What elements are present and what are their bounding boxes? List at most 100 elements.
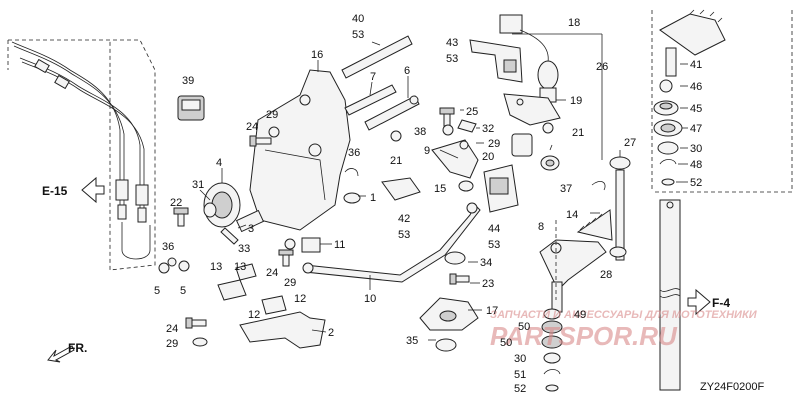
part-24-bolt-a [249,135,272,147]
part-13-clip [217,263,257,301]
callout-7: 7 [370,71,376,83]
throttle-cable-assembly [7,39,156,271]
part-2-plate [239,311,326,349]
callouts: 40 53 16 7 6 39 29 24 4 31 36 1 22 3 33 … [154,13,702,395]
callout-51: 51 [514,369,526,381]
callout-30b: 30 [514,353,526,365]
part-51-clip [543,369,561,375]
callout-39: 39 [182,75,194,87]
callout-4: 4 [216,157,222,169]
part-32-pin [457,119,477,133]
callout-38: 38 [414,126,426,138]
part-42-bracket [381,177,421,201]
part-21-bolt-a [390,130,402,142]
callout-35: 35 [406,335,418,347]
callout-47: 47 [690,123,702,135]
callout-18: 18 [568,17,580,29]
callout-24c: 24 [166,323,178,335]
front-label: FR. [68,341,87,355]
callout-25: 25 [466,106,478,118]
callout-30a: 30 [690,143,702,155]
callout-1: 1 [370,192,376,204]
callout-37: 37 [560,183,572,195]
callout-15: 15 [434,183,446,195]
ref-f4-arrow: F-4 [687,288,730,316]
ref-f4-label: F-4 [712,296,730,310]
callout-52a: 52 [690,177,702,189]
callout-36b: 36 [162,241,174,253]
callout-5a: 5 [154,285,160,297]
part-37-clip [591,180,606,191]
callout-17: 17 [486,305,498,317]
part-10-link-rod [302,202,481,283]
part-6-link [364,95,420,131]
callout-13b: 13 [234,261,246,273]
gear-shaft-stack [651,9,793,193]
part-14-shaft-sector [576,169,625,261]
part-17-base [419,297,479,331]
part-22-bolt [173,207,189,227]
ref-e15-arrow: E-15 [42,176,105,204]
callout-9: 9 [424,145,430,157]
part-24-bolt-c [185,317,207,329]
callout-53b: 53 [398,229,410,241]
part-8-shift-arm [539,239,607,313]
callout-48: 48 [690,159,702,171]
part-36-clip-a [167,257,177,267]
callout-52b: 52 [514,383,526,395]
callout-32: 32 [482,123,494,135]
callout-19: 19 [570,95,582,107]
part-9-lever [431,139,479,179]
part-18-switch-harness [519,29,559,103]
callout-29: 29 [266,109,278,121]
callout-43: 43 [446,37,458,49]
callout-20: 20 [482,151,494,163]
part-12-clip [261,295,287,315]
callout-41: 41 [690,59,702,71]
leader-lines [199,33,688,341]
callout-24: 24 [246,121,258,133]
callout-46: 46 [690,81,702,93]
callout-8: 8 [538,221,544,233]
callout-28: 28 [600,269,612,281]
callout-11: 11 [334,239,345,251]
part-20-boot [511,133,533,157]
callout-29c: 29 [166,338,178,350]
callout-49: 49 [574,309,586,321]
watermark-logo: PARTSPOR.RU [490,321,678,351]
callout-12b: 12 [248,309,260,321]
callout-40: 40 [352,13,364,25]
part-44-block [483,164,519,213]
part-26-grommet [540,155,560,171]
callout-50a: 50 [518,321,530,333]
part-40-plate [341,35,413,79]
callout-12a: 12 [294,293,306,305]
callout-14: 14 [566,209,578,221]
part-5-washer-a [158,262,170,274]
callout-31: 31 [192,179,204,191]
part-30-washer-b [543,352,561,364]
callout-22: 22 [170,197,182,209]
callout-36: 36 [348,147,360,159]
callout-42: 42 [398,213,410,225]
part-52-ring-b [545,384,559,392]
part-24-bolt-b [278,249,294,267]
part-50-seal-a [541,320,563,334]
part-33-bolt [220,227,239,245]
callout-10: 10 [364,293,376,305]
callout-34: 34 [480,257,492,269]
part-16-bracket [249,69,351,231]
callout-2: 2 [328,327,334,339]
callout-13a: 13 [210,261,222,273]
part-50-seal-b [541,335,563,349]
part-15-collar [458,180,474,192]
part-43-bracket [469,14,523,83]
part-49-washer [543,308,561,320]
part-27-collar [609,156,631,170]
callout-53: 53 [352,29,364,41]
part-39-connector [177,95,205,121]
part-19-bracket [503,93,561,126]
callout-24b: 24 [266,267,278,279]
part-21-bolt-b [542,122,554,134]
